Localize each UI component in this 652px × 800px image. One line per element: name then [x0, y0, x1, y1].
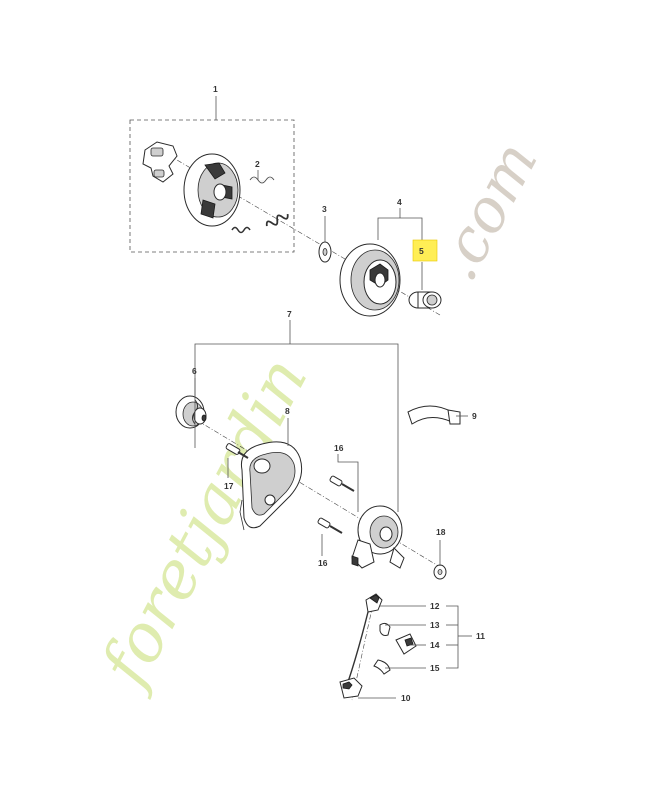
- part-label-6[interactable]: 6: [192, 366, 197, 376]
- pump-cover: [239, 441, 303, 531]
- part-label-8[interactable]: 8: [285, 406, 290, 416]
- part-label-12[interactable]: 12: [430, 601, 440, 611]
- part-label-7[interactable]: 7: [287, 309, 292, 319]
- washer: [318, 241, 332, 263]
- watermark: foretjardin .com: [84, 131, 552, 702]
- part-label-3[interactable]: 3: [322, 204, 327, 214]
- part-label-9[interactable]: 9: [472, 411, 477, 421]
- axis-lines: [159, 149, 446, 701]
- part-label-10[interactable]: 10: [401, 693, 411, 703]
- part-label-18[interactable]: 18: [436, 527, 446, 537]
- part-label-11[interactable]: 11: [476, 631, 485, 641]
- part-label-14[interactable]: 14: [430, 640, 440, 650]
- leader-lines: [194, 96, 472, 699]
- oil-pump: [351, 505, 405, 569]
- needle-bearing: [408, 291, 442, 309]
- oil-hose: [407, 405, 461, 425]
- watermark-grey-text: .com: [421, 131, 551, 293]
- washer-small: [433, 564, 447, 580]
- screw-lower: [317, 517, 343, 534]
- part-label-1[interactable]: 1: [213, 84, 218, 94]
- spring-long: [265, 213, 289, 227]
- screw-upper: [329, 475, 355, 492]
- screw-left: [225, 443, 249, 459]
- part-label-17[interactable]: 17: [224, 481, 234, 491]
- part-label-13[interactable]: 13: [430, 620, 440, 630]
- highlight-box-5: [412, 239, 438, 262]
- part-label-16-upper[interactable]: 16: [334, 443, 344, 453]
- spring-small: [249, 176, 275, 184]
- part-label-4[interactable]: 4: [397, 197, 402, 207]
- drive-gear: [175, 395, 207, 429]
- part-labels: 1 2 3 4 5 6 7 8 9 10 11 12 13 14 15 16 1…: [192, 84, 485, 703]
- part-label-2[interactable]: 2: [255, 159, 260, 169]
- part-label-16-lower[interactable]: 16: [318, 558, 328, 568]
- oil-suction-kit: [339, 593, 417, 699]
- watermark-green-text: foretjardin: [84, 345, 323, 702]
- clutch-drum: [339, 243, 401, 317]
- part-label-5[interactable]: 5: [419, 246, 424, 256]
- part-label-15[interactable]: 15: [430, 663, 440, 673]
- clutch-assembly: [129, 119, 295, 253]
